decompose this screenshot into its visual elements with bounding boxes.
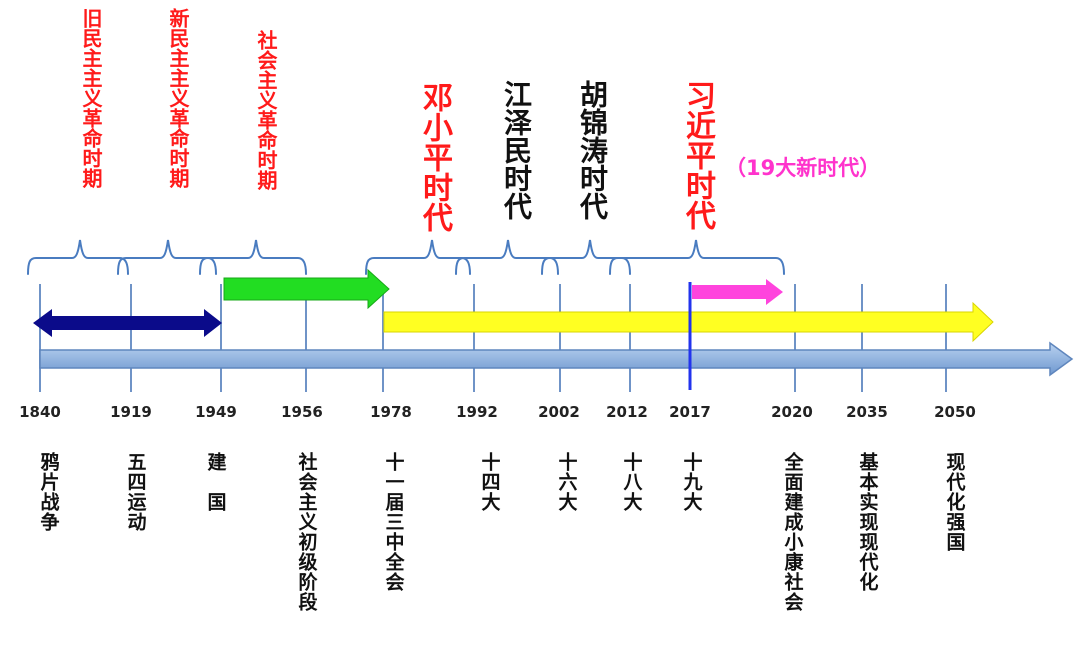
period-brackets [27, 239, 785, 275]
year-1956: 1956 [281, 403, 323, 421]
period-old-democratic: 旧民主主义革命时期 [79, 8, 103, 188]
event-2017: 十九大 [680, 452, 703, 512]
year-1992: 1992 [456, 403, 498, 421]
year-2020: 2020 [771, 403, 813, 421]
new-era-arrow [692, 279, 783, 305]
event-2002: 十六大 [555, 452, 578, 512]
event-1949: 建 国 [204, 452, 227, 512]
era-deng: 邓小平时代 [417, 82, 452, 232]
period-socialist: 社会主义革命时期 [254, 30, 278, 190]
event-1978: 十一届三中全会 [382, 452, 405, 592]
event-2020: 全面建成小康社会 [781, 452, 804, 612]
event-2050: 现代化强国 [943, 452, 966, 552]
old-era-double-arrow [33, 309, 222, 337]
year-1949: 1949 [195, 403, 237, 421]
year-2035: 2035 [846, 403, 888, 421]
event-2035: 基本实现现代化 [856, 452, 879, 592]
year-2002: 2002 [538, 403, 580, 421]
event-1919: 五四运动 [124, 452, 147, 532]
era-xi: 习近平时代 [680, 80, 715, 230]
year-2012: 2012 [606, 403, 648, 421]
year-1978: 1978 [370, 403, 412, 421]
year-2050: 2050 [934, 403, 976, 421]
year-1919: 1919 [110, 403, 152, 421]
time-axis-arrow [39, 341, 1074, 377]
tick-lines [39, 284, 947, 392]
year-1840: 1840 [19, 403, 61, 421]
period-new-democratic: 新民主主义革命时期 [166, 8, 190, 188]
event-1992: 十四大 [478, 452, 501, 512]
event-1840: 鸦片战争 [37, 452, 60, 532]
event-2012: 十八大 [620, 452, 643, 512]
socialist-construction-arrow [223, 268, 390, 310]
era-jiang: 江泽民时代 [500, 80, 533, 220]
event-1956: 社会主义初级阶段 [295, 452, 318, 612]
year-2017: 2017 [669, 403, 711, 421]
era-hu: 胡锦涛时代 [576, 80, 609, 220]
era-new-era-note: （19大新时代） [725, 156, 881, 180]
